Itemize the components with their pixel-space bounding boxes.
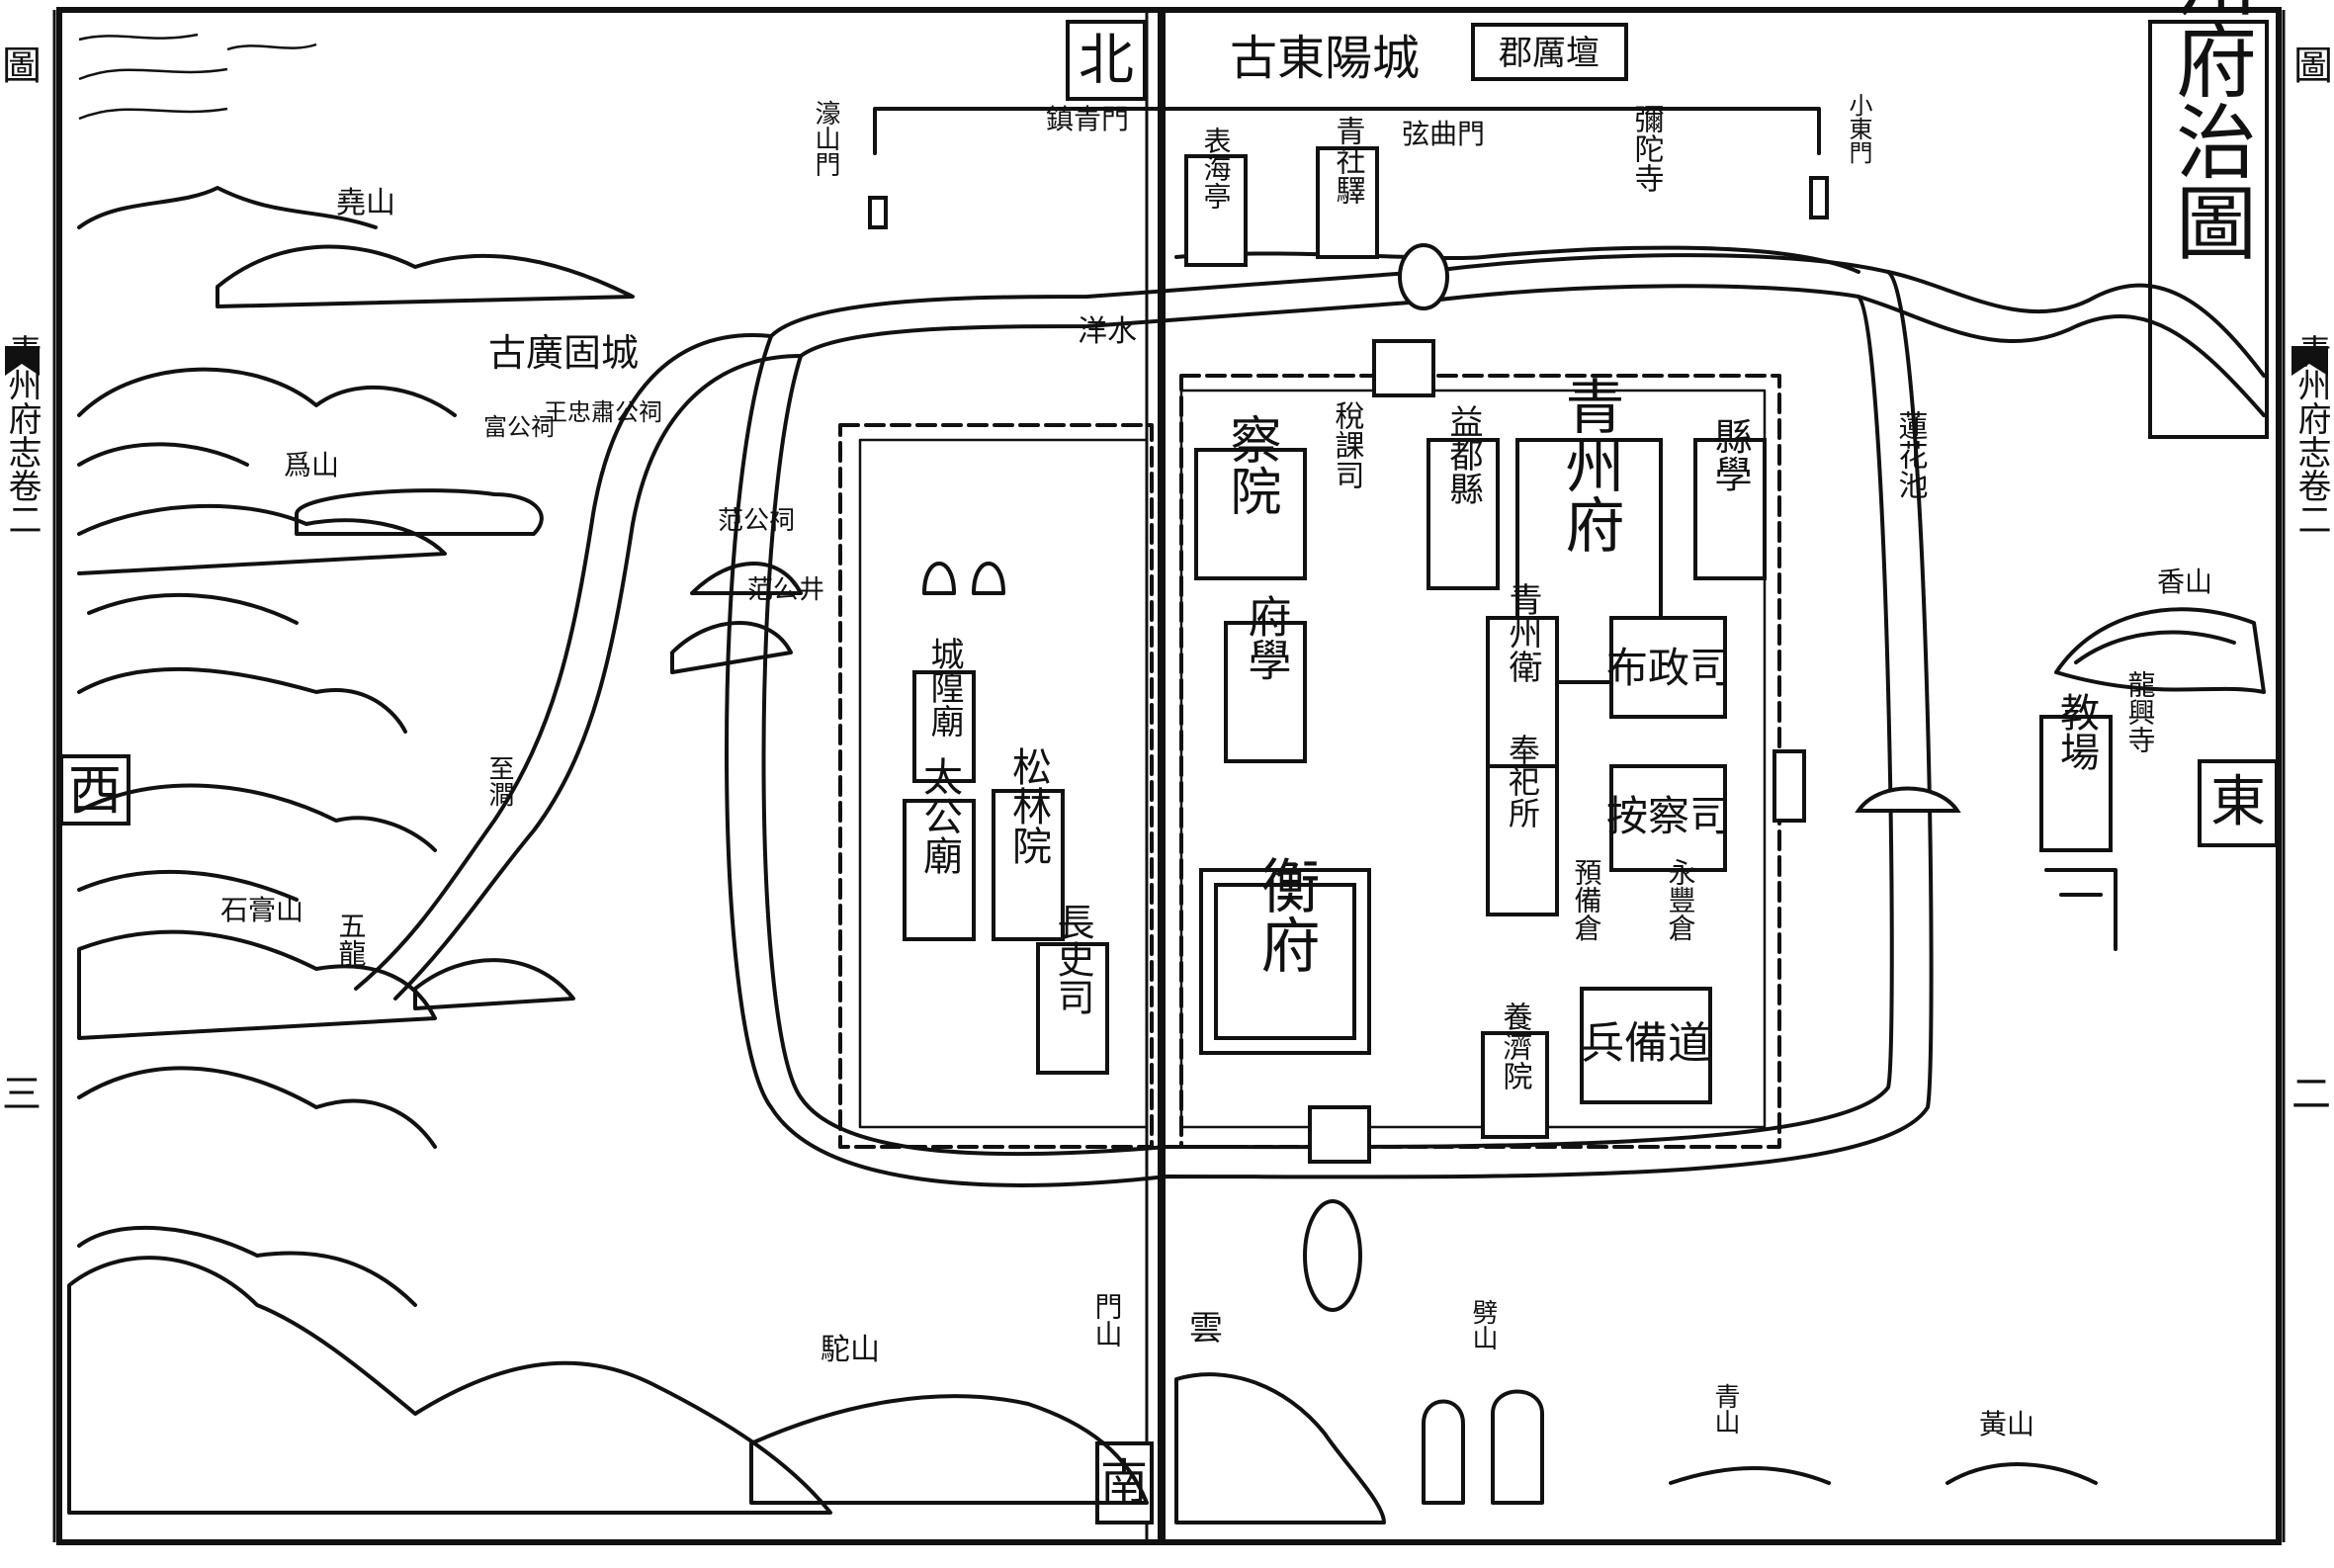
left-page-number: 三 — [2, 1072, 42, 1117]
fanzheng-spring: 范公井 — [747, 575, 824, 605]
left-tab: 圖 — [2, 44, 42, 89]
water-lines-top-left — [78, 33, 317, 121]
city-walls — [838, 339, 1806, 1164]
taigong-temple: 太公廟 — [916, 756, 962, 875]
east-marker: 東 — [2210, 770, 2266, 834]
qian-gate-label: 門山 — [1091, 1292, 1124, 1348]
county-school: 縣學 — [1708, 417, 1752, 492]
city-moat-inner — [761, 284, 1894, 1157]
river-east-2 — [1857, 295, 2266, 417]
yangshui-label: 洋水 — [1078, 314, 1137, 349]
mt-tuo: 駝山 — [821, 1333, 880, 1367]
south-bridge — [1303, 1199, 1362, 1312]
mt-yun: 雲 — [1189, 1309, 1223, 1349]
right-margin: 圖 青州府志卷二 二 — [2291, 44, 2333, 1117]
yang-river-west-2 — [393, 354, 803, 1001]
prefecture-school: 府學 — [1241, 594, 1291, 681]
north-road-bracket — [873, 107, 1821, 155]
fishtail-mark-left — [5, 346, 40, 376]
city-god-temple: 城隍廟 — [924, 637, 964, 738]
left-margin: 圖 青州府志卷二 三 — [2, 44, 42, 1117]
mt-shijian: 石膏山 — [220, 894, 303, 926]
arch-1 — [922, 562, 956, 595]
east-small-gate — [1809, 176, 1829, 219]
city-buildings: 察院 稅課司 益都縣 青州府 縣學 府學 青州衛 布政司 奉祀所 按察司 預備倉… — [903, 376, 1767, 1139]
north-bridge — [1398, 243, 1449, 310]
east-bridge — [1855, 786, 1961, 813]
west-side: 堯山 古廣固城 爲山 富公祠 王忠肅公祠 范公祠 范公井 至澗 石膏山 五龍 駝… — [67, 186, 1149, 1515]
old-dongyang-city: 古東陽城 — [1230, 31, 1420, 86]
yidu-county: 益都縣 — [1443, 404, 1483, 505]
yang-river-west — [354, 333, 773, 991]
map-title: 青州府治圖 — [2162, 0, 2256, 262]
mt-xiang: 香山 — [2157, 566, 2212, 598]
river-east — [1886, 270, 2266, 378]
arch-2 — [972, 562, 1005, 595]
west-marker: 西 — [68, 759, 122, 822]
mt-yao: 堯山 — [336, 186, 395, 220]
north-river — [1174, 245, 1860, 274]
left-side-title: 青州府志卷二 — [2, 334, 42, 536]
zhen-gate-label: 鎮青門 — [1046, 103, 1129, 135]
mituo-temple: 彌陀寺 — [1629, 104, 1664, 193]
right-tab: 圖 — [2293, 44, 2333, 89]
military-circuit: 兵備道 — [1581, 1018, 1711, 1069]
fanzheng-shrine: 范公祠 — [718, 506, 795, 536]
dang-shrine: 富公祠 — [483, 413, 555, 441]
qingzhou-guard: 青州衛 — [1503, 582, 1542, 683]
jiaochang: 教場 — [2053, 692, 2099, 771]
wang-shrine: 王忠肅公祠 — [544, 398, 662, 426]
right-side-title: 青州府志卷二 — [2291, 334, 2331, 536]
sacrifice-office: 奉祀所 — [1504, 734, 1541, 828]
longxing-temple: 龍興寺 — [2124, 670, 2157, 753]
grain-granary: 永豐倉 — [1665, 858, 1697, 941]
north-header: 北 古東陽城 郡厲壇 — [1066, 20, 1628, 101]
south-side: 雲 劈山 青山 黃山 — [1174, 1299, 2098, 1524]
district-plaque: 郡厲壇 — [1499, 34, 1599, 73]
mt-huang: 黃山 — [1979, 1408, 2034, 1440]
small-east-gate-label: 小東門 — [1845, 93, 1872, 164]
qingzhou-prefecture: 青州府 — [1555, 376, 1624, 554]
west-small-gate — [868, 196, 888, 229]
fishtail-mark-right — [2291, 346, 2328, 376]
guard-mansion: 衡府 — [1251, 855, 1320, 974]
wulong: 五龍 — [335, 912, 368, 967]
right-page-number: 二 — [2291, 1072, 2331, 1117]
jianfu-court: 養濟院 — [1498, 1002, 1533, 1090]
east-side: 蓮花池 香山 教場 龍興寺 — [1893, 410, 2266, 951]
haitang-pavilion: 表海亭 — [1200, 127, 1233, 210]
administration-office: 布政司 — [1606, 644, 1731, 692]
tax-office: 稅課司 — [1330, 400, 1365, 489]
qu-gate-label: 弦曲門 — [1402, 118, 1485, 150]
qingshe-station: 青社驛 — [1331, 116, 1366, 205]
north-label: 北 — [1079, 29, 1134, 93]
changshi-office: 長史司 — [1051, 903, 1094, 1015]
zhijian: 至澗 — [484, 755, 514, 807]
mt-wei: 爲山 — [284, 449, 339, 481]
mt-jie: 劈山 — [1468, 1299, 1498, 1350]
songlin-academy: 松林院 — [1005, 746, 1051, 865]
surveillance-office: 按察司 — [1606, 792, 1731, 840]
old-guanggu-city: 古廣固城 — [488, 331, 639, 375]
prep-granary: 預備倉 — [1571, 858, 1603, 941]
lianhua-pond: 蓮花池 — [1893, 410, 1928, 499]
mt-qing: 青山 — [1710, 1383, 1740, 1435]
title-block: 青州府治圖 — [2148, 0, 2269, 439]
page-frame — [56, 7, 2282, 1545]
inspection-court: 察院 — [1221, 413, 1280, 516]
hill-gate-label: 濠山門 — [811, 100, 840, 177]
city-moat-outer — [725, 253, 1934, 1187]
